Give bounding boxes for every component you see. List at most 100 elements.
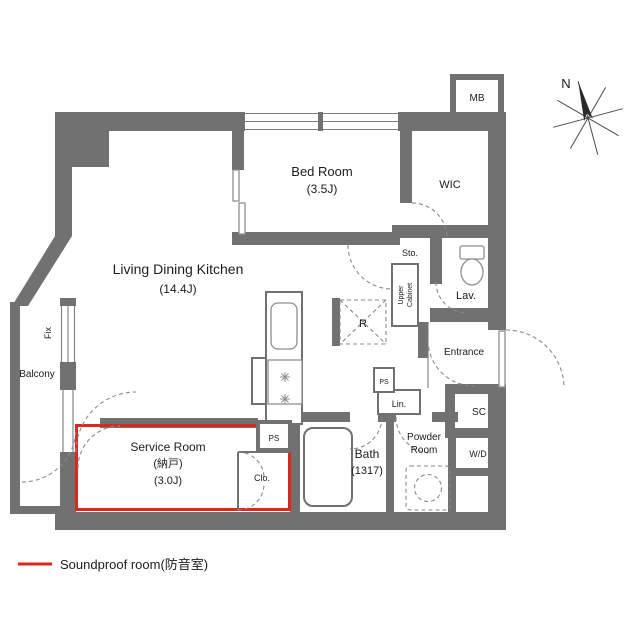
ldk-label: Living Dining Kitchen [113,261,244,277]
entrance-label: Entrance [444,347,484,358]
sc-label: SC [472,407,486,418]
upper-cabinet-label-2: Cabinet [407,283,414,307]
bath-powder-wall [386,412,394,512]
walls [10,74,506,530]
bedroom-sliding-door-a [232,169,240,202]
wall-top-a [55,112,245,131]
powder-wd-wall [448,438,456,512]
fridge-label: R [359,318,367,330]
front-door-swing [505,329,565,389]
compass: N [553,76,623,155]
compass-needle-icon [578,81,593,122]
hall-entrance-wall [418,322,428,358]
compass-star [553,81,623,155]
front-door-leaf [498,330,506,388]
fridge-nub-wall [332,298,340,346]
bedroom-window-mullion [318,112,323,131]
closet-label: Clo. [254,473,270,483]
burner-icon [280,372,290,382]
mb-label: MB [470,93,485,104]
lav-door-swing [435,281,468,314]
balcony-rail-left [10,302,20,506]
bedroom-label: Bed Room [291,164,352,179]
bathtub [303,427,353,507]
bath-top-wall [300,412,350,422]
soundproof-outline [75,424,291,511]
entrance-inner-door-swing [427,339,475,387]
bath-door-swing [349,416,383,450]
linen-label: Lin. [392,399,407,409]
washer-drum [413,473,443,503]
compass-north-label: N [561,76,570,91]
service-door-swing [77,425,121,469]
mb-box-inner [456,80,498,112]
upper-cabinet-box [391,263,419,327]
wic-bottom-wall [392,225,506,238]
sc-left-wall [445,384,455,438]
sc-wd-divider [445,428,506,438]
service-room-jp-label: (納戸) [153,457,182,470]
fridge-space-cross [339,299,387,345]
door-swings [21,202,565,511]
linen-box [377,389,421,415]
powder-label-2: Room [411,445,438,456]
wall-diagonal [12,236,72,306]
balcony-label: Balcony [19,369,55,380]
toilet-bowl [460,258,484,286]
balcony-door-glass [62,390,74,452]
kitchen-sink [270,302,298,350]
powder-door-swing [395,416,433,454]
bedroom-sliding-door-b [238,202,246,235]
ps-hall-label: PS [379,379,389,386]
bedroom-size-label: (3.5J) [307,182,338,196]
wall-left-a [60,298,76,308]
bath-size-label: (1317) [351,465,383,477]
balcony-door-opening [60,390,76,452]
legend-label: Soundproof room(防音室) [60,557,208,572]
ps-hall-box [373,367,395,393]
balcony-door-swing-out [21,427,77,483]
wall-right-lower [488,388,506,512]
closet-partition [237,451,290,510]
bath-label: Bath [355,447,380,461]
closet-door-swing-b [237,483,265,511]
fridge-space [339,299,387,345]
ps-service-label: PS [269,434,280,443]
storage-door-swing [347,244,393,290]
bedroom-bottom-wall [232,232,400,245]
wd-label: W/D [469,449,487,459]
wic-label: WIC [439,179,460,191]
fix-window-glass [60,306,76,362]
service-room-label: Service Room [130,440,205,454]
labels: Bed Room (3.5J) WIC MB Living Dining Kit… [19,93,487,487]
bedroom-right-wall [400,131,412,203]
lav-left-wall [430,238,442,284]
burner-icon [280,394,290,404]
lav-entrance-wall [430,308,506,322]
compass-rays [553,81,623,155]
powder-label-1: Powder [407,432,442,443]
wd-bottom-wall [450,468,506,476]
closet-door-swing-a [237,451,265,479]
wall-left-b [60,362,76,390]
windows [60,112,506,452]
wall-bottom [55,512,506,530]
balcony-rail-bottom [10,506,60,514]
fixtures [237,245,485,510]
fix-label: Fix [43,327,53,339]
storage-label: Sto. [402,248,418,258]
washer-outline [405,465,451,511]
ps-service-box [256,420,292,452]
toilet-tank [459,245,485,260]
wall-left-c [60,452,76,514]
lav-label: Lav. [456,290,476,302]
service-room-size-label: (3.0J) [154,475,182,487]
sc-top-wall [445,384,506,394]
bedroom-left-wall [232,131,244,170]
service-top-wall [100,418,258,428]
wall-left-upper [55,112,72,236]
bath-left-wall [290,412,300,512]
kitchen-counter-side [251,357,267,405]
